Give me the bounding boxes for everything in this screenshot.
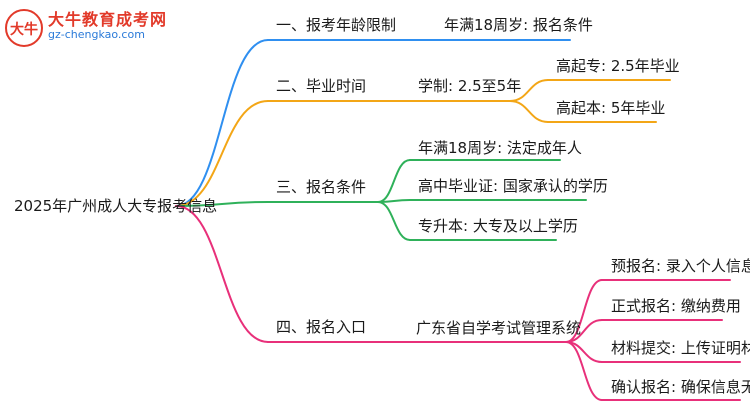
branch-4-grandchild-2: 正式报名: 缴纳费用 [611, 297, 741, 315]
connector-branch-3-child-3 [377, 201, 411, 241]
branch-4-grandchild-1: 预报名: 录入个人信息 [611, 257, 750, 275]
branch-1-label: 一、报考年龄限制 [276, 16, 397, 34]
root-topic: 2025年广州成人大专报考信息 [14, 197, 218, 215]
connector-branch-4-grandchild-4 [565, 341, 603, 401]
branch-2-child-1: 学制: 2.5至5年 [418, 77, 522, 95]
branch-2-label: 二、毕业时间 [276, 77, 367, 95]
branch-4-child-1: 广东省自学考试管理系统 [416, 319, 582, 337]
branch-3-child-1: 年满18周岁: 法定成年人 [418, 139, 582, 157]
connector-branch-2-grandchild-2 [509, 100, 549, 123]
connector-branch-3-child-1 [377, 159, 411, 203]
connector-root-branch-2 [175, 100, 269, 207]
connector-branch-4-grandchild-1 [565, 279, 603, 343]
connector-root-branch-3 [175, 201, 269, 207]
logo-title: 大牛教育成考网 [48, 10, 168, 29]
branch-1-child-1: 年满18周岁: 报名条件 [444, 16, 593, 34]
site-logo[interactable]: 大牛 大牛教育成考网 gz-chengkao.com [4, 2, 174, 54]
logo-mark-icon: 大牛 [5, 9, 43, 47]
branch-4-grandchild-3: 材料提交: 上传证明材料 [611, 339, 750, 357]
branch-3-child-2: 高中毕业证: 国家承认的学历 [418, 177, 608, 195]
branch-4-label: 四、报名入口 [276, 318, 367, 336]
connector-root-branch-1 [175, 39, 269, 207]
branch-2-grandchild-2: 高起本: 5年毕业 [556, 99, 666, 117]
branch-3-label: 三、报名条件 [276, 178, 367, 196]
branch-2-grandchild-1: 高起专: 2.5年毕业 [556, 57, 680, 75]
logo-url: gz-chengkao.com [48, 28, 145, 41]
branch-3-child-3: 专升本: 大专及以上学历 [418, 217, 578, 235]
connector-root-branch-4 [175, 205, 269, 343]
logo-mark-text: 大牛 [10, 21, 38, 38]
branch-4-grandchild-4: 确认报名: 确保信息无误 [611, 378, 750, 396]
